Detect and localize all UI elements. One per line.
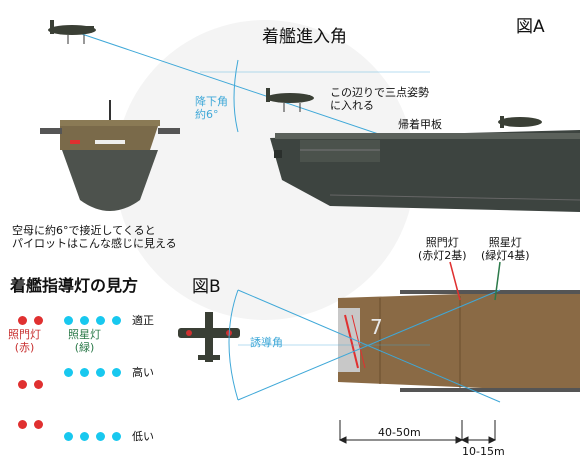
distance-markers	[338, 420, 497, 444]
green-light-dot	[64, 316, 73, 325]
red-light-dot	[34, 316, 43, 325]
descent-angle-label: 降下角 約6°	[195, 95, 228, 121]
green-light-dot	[64, 432, 73, 441]
legend-row-label: 低い	[132, 430, 154, 443]
aim-light-label: 照門灯 (赤灯2基)	[418, 236, 467, 262]
fig-b-title: 着艦指導灯の見方	[10, 276, 139, 295]
green-light-dot	[96, 432, 105, 441]
green-light-dot	[64, 368, 73, 377]
legend-star-label: 照星灯 (緑)	[68, 328, 101, 354]
fig-b-label: 図B	[192, 277, 221, 297]
green-light-dot	[112, 368, 121, 377]
distance-long-label: 40-50m	[378, 426, 421, 439]
carrier-side-view	[270, 130, 580, 212]
fig-a-label: 図A	[516, 17, 545, 37]
legend-row-label: 高い	[132, 366, 154, 379]
aim-light-pointer	[449, 261, 461, 301]
descent-angle-arc	[233, 59, 239, 133]
green-light-dot	[80, 432, 89, 441]
three-point-note: この辺りで三点姿勢 に入れる	[330, 86, 429, 112]
green-light-dot	[96, 316, 105, 325]
deck-number: 7	[370, 315, 383, 339]
guide-line-lower	[237, 289, 501, 403]
carrier-front-view	[40, 100, 180, 211]
green-light-dot	[80, 368, 89, 377]
green-light-dot	[112, 316, 121, 325]
guide-angle-arc	[228, 289, 239, 401]
approach-view-caption: 空母に約6°で接近してくると パイロットはこんな感じに見える	[12, 224, 177, 250]
distance-short-label: 10-15m	[462, 445, 505, 458]
legend-aim-label: 照門灯 (赤)	[8, 328, 41, 354]
plane-far-icon	[48, 20, 96, 44]
watermark	[115, 20, 415, 320]
plane-on-deck-icon	[498, 116, 542, 128]
star-light-label: 照星灯 (緑灯4基)	[481, 236, 530, 262]
red-light-dot	[18, 316, 27, 325]
green-light-dot	[80, 316, 89, 325]
carrier-top-view	[338, 290, 580, 392]
fig-a-title: 着艦進入角	[262, 27, 347, 47]
plane-near-icon	[266, 88, 314, 112]
star-light-pointer	[494, 261, 501, 301]
red-light-dot	[34, 420, 43, 429]
green-light-dot	[96, 368, 105, 377]
plane-top-icon	[178, 312, 240, 362]
red-light-dot	[34, 380, 43, 389]
red-light-dot	[18, 380, 27, 389]
red-light-dot	[18, 420, 27, 429]
legend-row-label: 適正	[132, 314, 154, 327]
green-light-dot	[112, 432, 121, 441]
glide-path-line	[69, 29, 421, 149]
landing-deck-label: 帰着甲板	[398, 118, 442, 131]
guide-angle-label: 誘導角	[250, 336, 283, 349]
